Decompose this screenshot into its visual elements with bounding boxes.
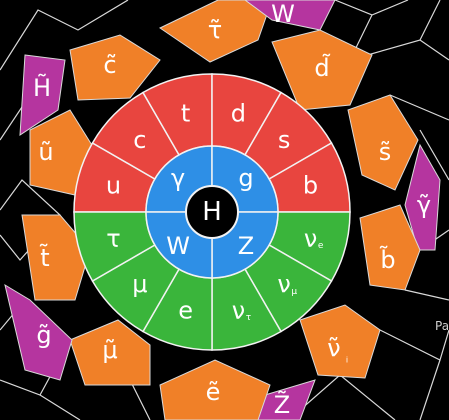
grid-line [389,94,449,121]
quark-label-u: u [106,172,121,200]
grid-line [339,374,396,420]
superpartner-tile-3 [347,94,419,191]
superpartner-label-7: Z̃ [274,391,290,419]
higgs-label: H [202,197,222,227]
superpartner-label-6: ν̃ [327,334,340,362]
superpartner-labels: τ̃ W d̃ s̃ γ̃ b̃ ν̃ i Z̃ ẽ μ̃ g̃ t̃ ũ H̃… [33,0,431,419]
superpartner-tile-6 [299,304,381,379]
quark-label-c: c [133,126,146,154]
side-text: Pa [435,319,449,333]
superpartner-label-1: W [271,0,295,28]
superpartner-tile-0 [159,0,273,63]
boson-label-0: γ [171,164,185,192]
superpartner-tile-11 [21,214,91,301]
grid-line [404,289,449,301]
quark-label-d: d [231,99,246,127]
grid-line [0,0,129,71]
superpartner-tile-5 [359,204,421,291]
quark-label-s: s [278,126,291,154]
superpartner-label-5: b̃ [380,246,396,274]
grid-line [371,0,409,16]
lepton-label-3: e [178,297,193,325]
grid-line [299,374,341,411]
superpartner-tile-14 [69,34,161,101]
superpartner-label-9: μ̃ [102,336,117,364]
boson-label-3: W [166,232,190,260]
superpartner-label-13: H̃ [33,74,51,102]
grid-line [419,0,441,41]
lepton-label-1-sub: μ [291,287,297,297]
superpartner-label-12: ũ [38,138,53,166]
boson-label-1: g [238,164,253,192]
superpartner-label-6-sub: i [346,356,348,365]
superpartner-tile-2 [271,29,373,111]
grid-line [419,129,449,181]
grid-line [419,359,441,420]
lepton-label-4: μ [132,270,147,298]
lepton-label-0-sub: e [318,241,324,251]
lepton-label-2-sub: τ [246,313,251,323]
superpartner-tile-8 [159,359,271,420]
superpartner-tile-9 [69,319,151,386]
superpartner-ring [4,0,441,420]
superpartner-label-11: t̃ [40,244,50,272]
superpartner-label-4: γ̃ [417,191,431,219]
superpartner-tile-4 [404,143,441,251]
superpartner-tile-10 [4,283,73,381]
superpartner-label-8: ẽ [206,378,221,406]
quark-label-t: t [181,99,190,127]
lepton-label-5: τ [106,224,120,252]
superpartner-label-0: τ̃ [208,16,222,44]
higgs-center [185,185,239,239]
superpartner-label-10: g̃ [36,321,51,349]
lepton-label-0: ν [304,224,317,252]
grid-line [39,394,81,420]
boson-label-2: Z [238,232,254,260]
superpartner-label-2: d̃ [314,54,330,82]
quark-label-b: b [303,172,318,200]
lepton-label-1: ν [277,270,290,298]
superpartner-label-3: s̃ [379,138,392,166]
superpartner-label-14: c̃ [103,51,116,79]
superpartner-tile-13 [19,54,66,136]
lepton-label-2: ν [232,297,245,325]
